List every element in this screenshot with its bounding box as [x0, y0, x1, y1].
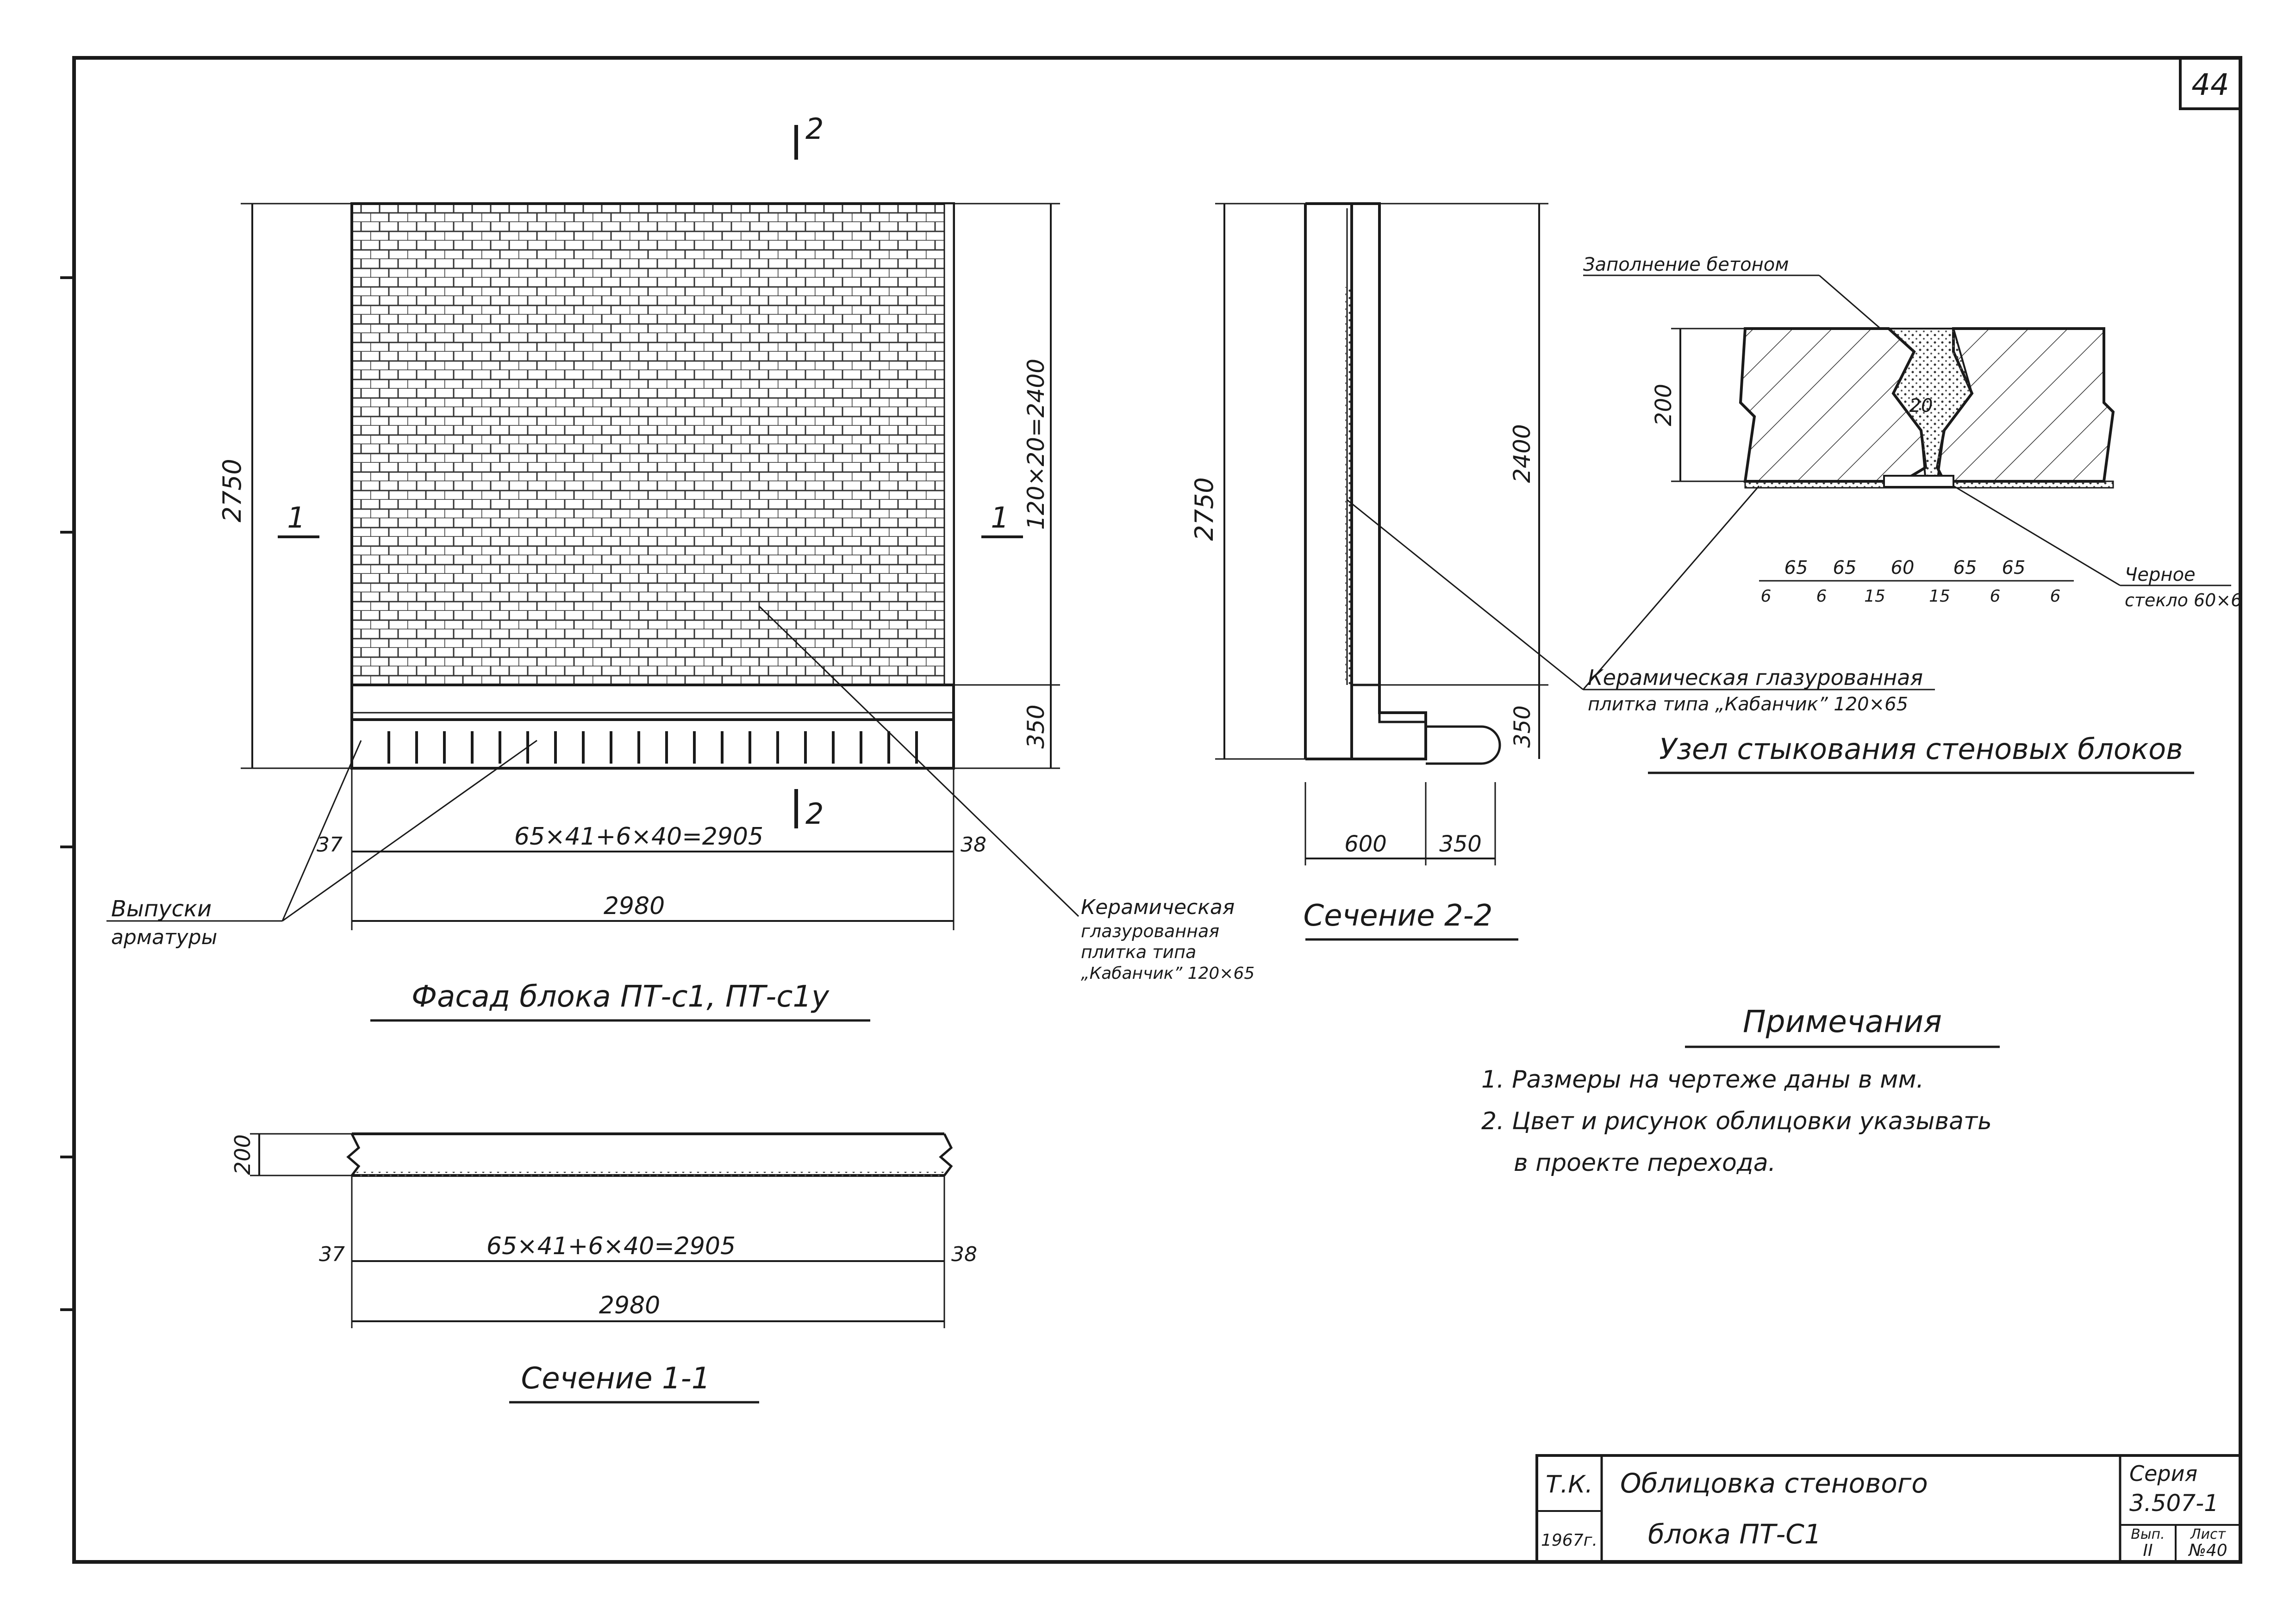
- tile-field-edge-strip: [943, 203, 955, 686]
- title-block-issue-label: Вып.: [2131, 1526, 2165, 1542]
- s22-height-base: 350: [1510, 705, 1535, 748]
- rebar-callout-leader-1: [281, 740, 362, 921]
- rebar-loop: [1426, 725, 1501, 765]
- joint-fill-label: Заполнение бетоном: [1583, 254, 1789, 275]
- section-1-1-view: 200 65×41+6×40=2905 2980 37 38 Сечение 1…: [230, 1132, 977, 1404]
- joint-tile-callout-leader: [1582, 485, 1760, 690]
- joint-glass-label-1: Черное: [2125, 564, 2196, 585]
- tile-field: [350, 202, 955, 686]
- section-2-2-view: 2750 2400 350 600 350 Сечение 2-2 Керами…: [1190, 202, 1935, 941]
- joint-tile-dim-2: 65: [1833, 557, 1857, 578]
- facade-height-tiles: 120×20=2400: [1023, 359, 1049, 530]
- joint-tile-dim-3: 60: [1891, 557, 1915, 578]
- rebar-callout-line-1: Выпуски: [111, 896, 212, 922]
- title-block-name-2: блока ПТ-С1: [1648, 1518, 1822, 1550]
- sheet-number-box: [2179, 56, 2242, 110]
- joint-joint-dim-5: 6: [1990, 587, 2001, 606]
- s22-callout-line-2: плитка типа „Кабанчик” 120×65: [1588, 694, 1908, 715]
- facade-base: [350, 718, 955, 770]
- joint-joint-dim-2: 6: [1816, 587, 1827, 606]
- title-block-year: 1967г.: [1541, 1531, 1597, 1550]
- facade-dim-tiles: 65×41+6×40=2905: [514, 823, 763, 851]
- joint-glass-leader: [1953, 485, 2121, 586]
- notes-item-1: 1. Размеры на чертеже даны в мм.: [1481, 1066, 1924, 1094]
- tile-callout-line-4: „Кабанчик” 120×65: [1081, 964, 1254, 983]
- section-1-1-thickness: 200: [230, 1134, 255, 1175]
- joint-detail: Заполнение бетоном 20 200 65 65 60 65 65…: [1582, 254, 2242, 774]
- facade-dim-right: 38: [961, 833, 986, 857]
- facade-dim-total: 2980: [604, 892, 665, 920]
- rebar-callout-leader-2: [282, 740, 537, 922]
- section-1-1-tile-layer: [356, 1172, 944, 1176]
- title-block-org: Т.К.: [1546, 1471, 1593, 1499]
- joint-tile-dim-1: 65: [1784, 557, 1808, 578]
- s22-callout-leader: [1347, 499, 1584, 690]
- s22-height-total: 2750: [1190, 477, 1219, 541]
- tile-callout-line-2: глазурованная: [1081, 921, 1219, 941]
- section-1-1-break-left: [346, 1133, 361, 1176]
- tile-face-layer: [1345, 287, 1350, 685]
- joint-joint-dim-3: 15: [1864, 587, 1885, 606]
- s22-width-wall: 600: [1344, 831, 1387, 857]
- wall-profile: [1305, 202, 1427, 760]
- facade-height-total: 2750: [218, 459, 247, 522]
- section-1-1-dim-left: 37: [319, 1243, 345, 1266]
- title-block: Т.К. 1967г. Облицовка стенового блока ПТ…: [1535, 1454, 2242, 1563]
- section-2-mark-bottom: 2: [805, 797, 824, 831]
- joint-gap: 20: [1909, 395, 1933, 417]
- section-1-1-dim-right: 38: [951, 1243, 977, 1266]
- joint-thickness: 200: [1651, 384, 1677, 426]
- title-block-issue: II: [2143, 1541, 2152, 1560]
- joint-black-glass: [1883, 475, 1954, 488]
- joint-tile-dim-4: 65: [1953, 557, 1977, 578]
- notes-item-2: 2. Цвет и рисунок облицовки указывать: [1481, 1107, 1992, 1135]
- rebar-callout-line-2: арматуры: [111, 926, 217, 949]
- joint-left-block: [1739, 327, 1928, 483]
- title-block-frame: [1535, 1454, 2242, 1563]
- facade-base-top-band: [350, 684, 955, 721]
- s22-height-tiles: 2400: [1509, 424, 1535, 483]
- facade-dim-left: 37: [317, 833, 343, 857]
- title-block-sheet: №40: [2188, 1541, 2227, 1560]
- joint-tile-dim-5: 65: [2002, 557, 2026, 578]
- facade-view: 2 2 2750 1 1: [106, 112, 1254, 1022]
- sheet-frame: [72, 56, 2242, 1564]
- section-1-1-title: Сечение 1-1: [521, 1362, 711, 1396]
- section-1-1-dim-total: 2980: [599, 1292, 660, 1319]
- joint-joint-dim-1: 6: [1761, 587, 1772, 606]
- tile-callout-line-3: плитка типа: [1081, 942, 1196, 962]
- title-block-series: 3.507-1: [2129, 1490, 2219, 1517]
- sheet-number: 44: [2191, 68, 2229, 102]
- notes: Примечания 1. Размеры на чертеже даны в …: [1481, 1004, 2000, 1177]
- facade-height-base: 350: [1023, 704, 1049, 748]
- section-1-mark-left: 1: [287, 501, 305, 535]
- joint-title: Узел стыкования стеновых блоков: [1659, 732, 2183, 766]
- s22-callout-line-1: Керамическая глазурованная: [1588, 665, 1923, 690]
- tile-callout-line-1: Керамическая: [1081, 895, 1235, 919]
- section-1-1-break-right: [939, 1133, 953, 1176]
- notes-item-3: в проекте перехода.: [1514, 1149, 1776, 1177]
- s22-width-ledge: 350: [1439, 831, 1482, 857]
- base-ledge: [1350, 684, 1427, 760]
- notes-title: Примечания: [1743, 1004, 1942, 1039]
- section-2-mark-top: 2: [805, 112, 824, 146]
- facade-title: Фасад блока ПТ-с1, ПТ-с1у: [412, 980, 830, 1014]
- title-block-sheet-label: Лист: [2190, 1526, 2227, 1542]
- section-1-mark-right: 1: [991, 501, 1009, 535]
- tile-callout-leader: [758, 605, 1079, 917]
- title-block-series-label: Серия: [2129, 1461, 2197, 1486]
- title-block-name-1: Облицовка стенового: [1620, 1468, 1928, 1499]
- section-1-1-dim-tiles: 65×41+6×40=2905: [487, 1232, 736, 1260]
- joint-glass-label-2: стекло 60×6: [2125, 590, 2242, 610]
- joint-joint-dim-4: 15: [1929, 587, 1950, 606]
- joint-joint-dim-6: 6: [2050, 587, 2061, 606]
- section-2-2-title: Сечение 2-2: [1304, 899, 1493, 933]
